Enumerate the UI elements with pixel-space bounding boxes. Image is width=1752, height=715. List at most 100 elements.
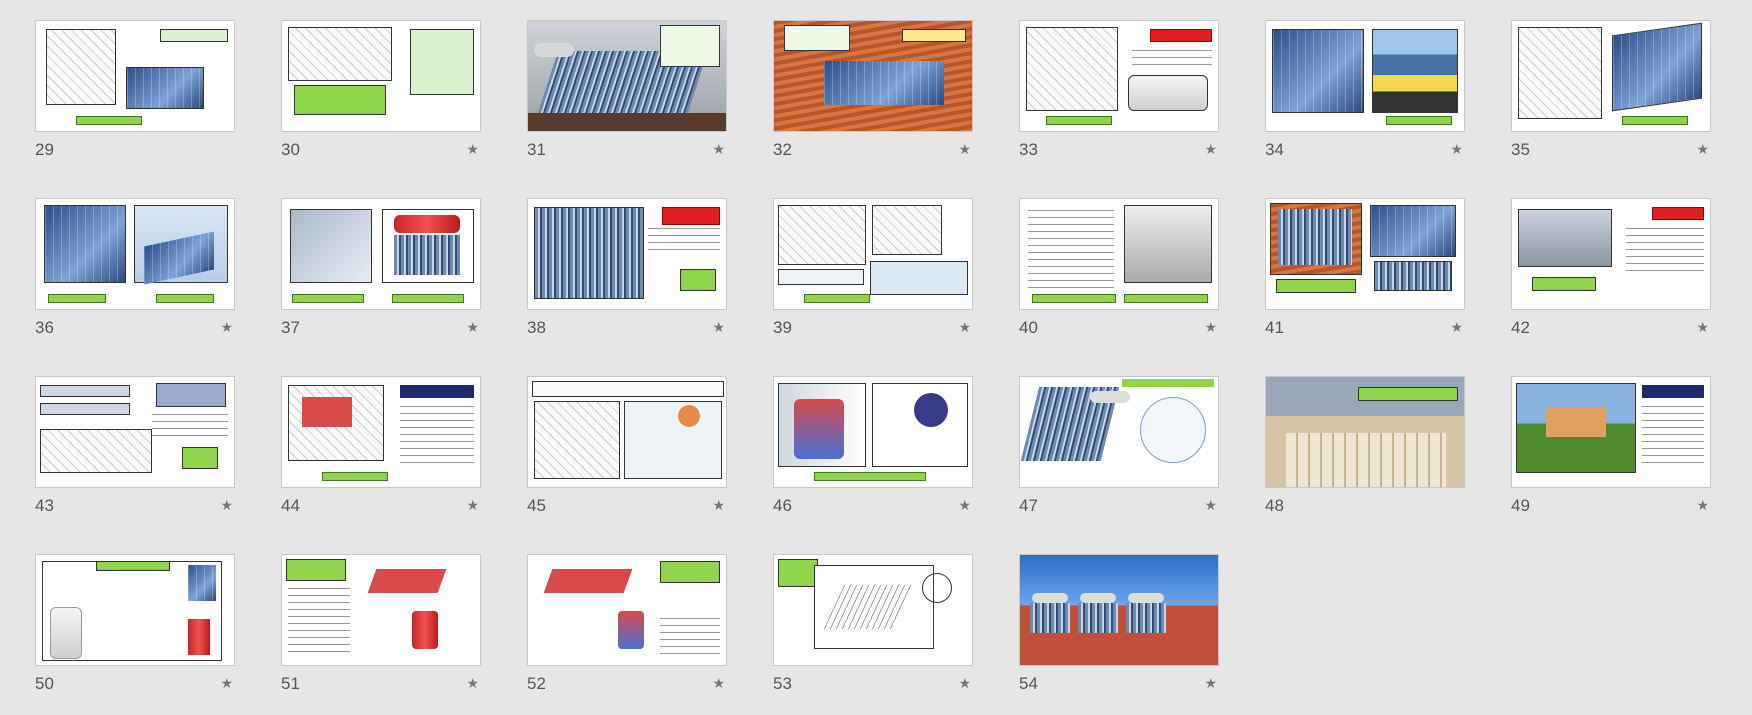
slide-graphic <box>126 67 204 109</box>
slide-number: 38 <box>527 318 546 337</box>
star-icon[interactable]: ★ <box>1696 497 1709 513</box>
slide-preview[interactable] <box>1511 198 1711 310</box>
slide-preview[interactable] <box>1019 20 1219 132</box>
slide-preview[interactable] <box>281 554 481 666</box>
slide-thumbnail-item[interactable]: 53 ★ <box>773 554 973 715</box>
slide-preview[interactable] <box>35 554 235 666</box>
slide-graphic <box>48 294 106 303</box>
slide-preview[interactable] <box>1019 198 1219 310</box>
slide-graphic <box>872 205 942 255</box>
star-icon[interactable]: ★ <box>1450 319 1463 335</box>
star-icon[interactable]: ★ <box>958 497 971 513</box>
slide-number: 53 <box>773 674 792 693</box>
slide-thumbnail-item[interactable]: 31★ <box>527 20 727 198</box>
star-icon[interactable]: ★ <box>1204 141 1217 157</box>
slide-preview[interactable] <box>35 20 235 132</box>
slide-thumbnail-item[interactable]: 30 ★ <box>281 20 481 198</box>
slide-thumbnail-item[interactable]: 50 ★ <box>35 554 235 715</box>
star-icon[interactable]: ★ <box>958 319 971 335</box>
slide-thumbnail-item[interactable]: 36★ <box>35 198 235 376</box>
star-icon[interactable]: ★ <box>466 497 479 513</box>
slide-thumbnail-item[interactable]: 32★ <box>773 20 973 198</box>
star-icon[interactable]: ★ <box>1450 141 1463 157</box>
slide-thumbnail-item[interactable]: 44★ <box>281 376 481 554</box>
slide-graphic <box>1126 603 1166 633</box>
slide-preview[interactable] <box>527 198 727 310</box>
slide-thumbnail-item[interactable]: 46★ <box>773 376 973 554</box>
slide-thumbnail-item[interactable]: 49★ <box>1511 376 1711 554</box>
slide-preview[interactable] <box>773 198 973 310</box>
slide-number: 50 <box>35 674 54 693</box>
slide-preview[interactable] <box>1265 20 1465 132</box>
star-icon[interactable]: ★ <box>712 141 725 157</box>
slide-thumbnail-item[interactable]: 42★ <box>1511 198 1711 376</box>
star-icon[interactable]: ★ <box>958 675 971 691</box>
star-icon[interactable]: ★ <box>712 675 725 691</box>
slide-graphic <box>1124 294 1208 303</box>
slide-number: 52 <box>527 674 546 693</box>
slide-thumbnail-item[interactable]: 37★ <box>281 198 481 376</box>
slide-thumbnail-item[interactable]: 39★ <box>773 198 973 376</box>
star-icon[interactable]: ★ <box>958 141 971 157</box>
star-icon[interactable]: ★ <box>712 319 725 335</box>
slide-number: 29 <box>35 140 54 159</box>
slide-graphic <box>1140 397 1206 463</box>
star-icon[interactable]: ★ <box>466 319 479 335</box>
slide-preview[interactable] <box>527 554 727 666</box>
slide-preview[interactable] <box>281 198 481 310</box>
slide-thumbnail-item[interactable]: 38 ★ <box>527 198 727 376</box>
slide-number: 43 <box>35 496 54 515</box>
slide-preview[interactable] <box>1019 554 1219 666</box>
slide-thumbnail-item[interactable]: 52 ★ <box>527 554 727 715</box>
slide-thumbnail-item[interactable]: 34★ <box>1265 20 1465 198</box>
slide-thumbnail-item[interactable]: 54★ <box>1019 554 1219 715</box>
slide-thumbnail-item[interactable]: 35★ <box>1511 20 1711 198</box>
slide-thumbnail-item[interactable]: 29 <box>35 20 235 198</box>
star-icon[interactable]: ★ <box>1204 675 1217 691</box>
star-icon[interactable]: ★ <box>466 675 479 691</box>
slide-thumbnail-item[interactable]: 41★ <box>1265 198 1465 376</box>
star-icon[interactable]: ★ <box>466 141 479 157</box>
star-icon[interactable]: ★ <box>220 319 233 335</box>
slide-thumbnail-item[interactable]: 48 <box>1265 376 1465 554</box>
star-icon[interactable]: ★ <box>1204 319 1217 335</box>
slide-thumbnail-item[interactable]: 40 ★ <box>1019 198 1219 376</box>
slide-preview[interactable] <box>1265 376 1465 488</box>
slide-graphic <box>870 261 968 295</box>
slide-preview[interactable] <box>281 20 481 132</box>
slide-graphic <box>302 397 352 427</box>
slide-preview[interactable] <box>1019 376 1219 488</box>
slide-preview[interactable] <box>527 376 727 488</box>
slide-thumbnail-item[interactable]: 47 ★ <box>1019 376 1219 554</box>
star-icon[interactable]: ★ <box>712 497 725 513</box>
slide-preview[interactable] <box>1511 20 1711 132</box>
slide-graphic <box>1374 261 1452 291</box>
slide-number: 40 <box>1019 318 1038 337</box>
slide-graphic <box>1080 593 1116 603</box>
slide-preview[interactable] <box>527 20 727 132</box>
slide-graphic <box>1272 29 1364 113</box>
star-icon[interactable]: ★ <box>1696 319 1709 335</box>
slide-preview[interactable] <box>773 554 973 666</box>
slide-thumbnail-item[interactable]: 43 ★ <box>35 376 235 554</box>
slide-number: 47 <box>1019 496 1038 515</box>
slide-graphic <box>322 472 388 481</box>
star-icon[interactable]: ★ <box>220 497 233 513</box>
slide-preview[interactable] <box>281 376 481 488</box>
star-icon[interactable]: ★ <box>1696 141 1709 157</box>
slide-preview[interactable] <box>35 198 235 310</box>
slide-number: 30 <box>281 140 300 159</box>
slide-preview[interactable] <box>1511 376 1711 488</box>
star-icon[interactable]: ★ <box>220 675 233 691</box>
slide-thumbnail-item[interactable]: 33★ <box>1019 20 1219 198</box>
slide-graphic <box>778 269 864 285</box>
star-icon[interactable]: ★ <box>1204 497 1217 513</box>
slide-graphic <box>1078 603 1118 633</box>
slide-thumbnail-item[interactable]: 51★ <box>281 554 481 715</box>
slide-thumbnail-item[interactable]: 45★ <box>527 376 727 554</box>
slide-preview[interactable] <box>35 376 235 488</box>
slide-preview[interactable] <box>1265 198 1465 310</box>
slide-graphic <box>1132 47 1212 69</box>
slide-preview[interactable] <box>773 20 973 132</box>
slide-preview[interactable] <box>773 376 973 488</box>
